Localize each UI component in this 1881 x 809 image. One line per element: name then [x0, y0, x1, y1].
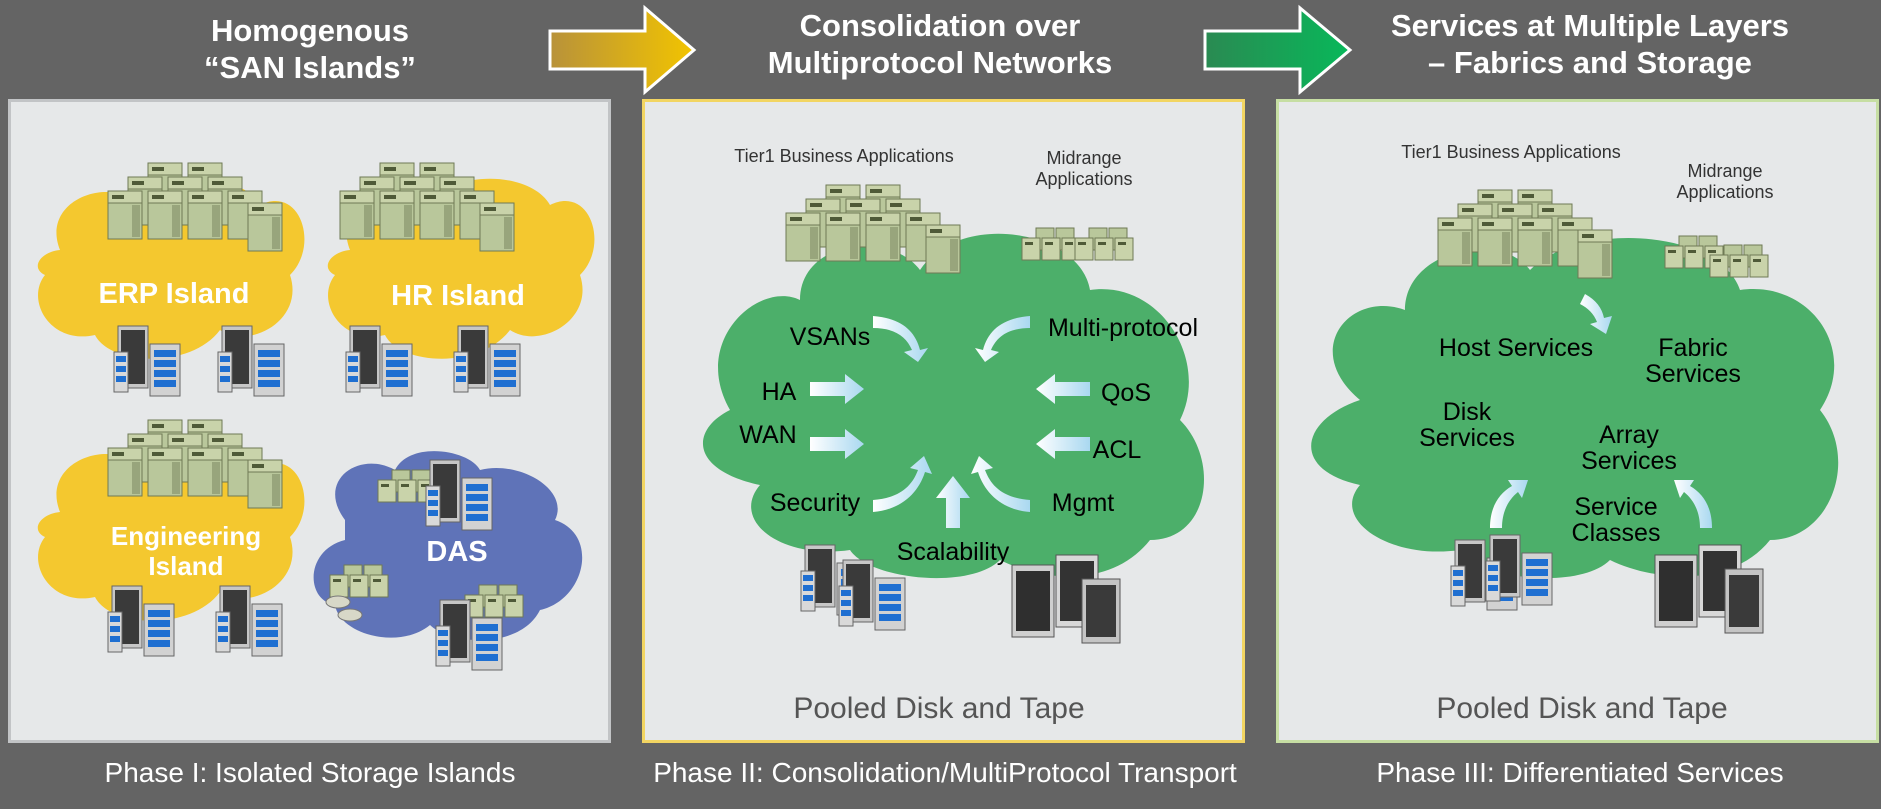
feature-qos: QoS: [1101, 379, 1151, 407]
hr-island-label: HR Island: [391, 280, 525, 312]
arrow-icon: [1036, 374, 1090, 404]
pooled-storage-label-p3: Pooled Disk and Tape: [1436, 692, 1727, 725]
engineering-island-label-line2: Island: [148, 551, 223, 581]
array-services-label-line2: Services: [1581, 447, 1677, 475]
disk-array-icon: [453, 325, 521, 397]
midrange-apps-label-p3-line2: Applications: [1676, 182, 1773, 202]
arrow-icon: [1203, 4, 1353, 96]
server-cluster-icon: [108, 420, 282, 508]
service-classes-label-line1: Service: [1574, 493, 1657, 521]
tier1-apps-label: Tier1 Business Applications: [734, 146, 953, 166]
midrange-apps-label-line2: Applications: [1035, 169, 1132, 189]
arrow-icon: [971, 456, 1030, 512]
phase1-heading-line1: Homogenous: [210, 13, 410, 48]
service-classes-label-line2: Classes: [1572, 519, 1661, 547]
feature-vsans: VSANs: [790, 323, 871, 351]
disk-array-icon: [217, 325, 285, 397]
phase3-heading-line2: – Fabrics and Storage: [1428, 45, 1752, 80]
array-services-label-line1: Array: [1599, 421, 1659, 449]
fabric-services-label-line1: Fabric: [1658, 334, 1727, 362]
arrow-icon: [936, 476, 970, 528]
arrow-icon: [873, 456, 932, 512]
arrow-icon: [1580, 294, 1612, 334]
feature-mgmt: Mgmt: [1052, 489, 1115, 517]
feature-security: Security: [770, 489, 861, 517]
arrow-icon: [810, 374, 864, 404]
phase2-caption: Phase II: Consolidation/MultiProtocol Tr…: [653, 757, 1237, 788]
host-services-label: Host Services: [1439, 334, 1593, 362]
server-cluster-icon: [108, 163, 282, 251]
phase3-caption: Phase III: Differentiated Services: [1376, 757, 1784, 788]
feature-ha: HA: [762, 378, 797, 406]
feature-acl: ACL: [1093, 436, 1142, 464]
fabric-services-label-line2: Services: [1645, 360, 1741, 388]
tier1-apps-label-p3: Tier1 Business Applications: [1401, 142, 1620, 162]
arrow-icon: [1674, 480, 1712, 528]
disk-icon: [325, 595, 351, 609]
server-cluster-icon: [786, 185, 960, 273]
phase1-heading-line2: “SAN Islands”: [204, 50, 416, 85]
feature-multiprotocol: Multi-protocol: [1048, 314, 1198, 342]
server-cluster-icon: [1438, 190, 1612, 278]
midrange-apps-label-line1: Midrange: [1046, 148, 1121, 168]
arrow-icon: [1490, 480, 1528, 528]
phase2-heading-line1: Consolidation over: [799, 8, 1081, 43]
phase1-heading: Homogenous “SAN Islands”: [150, 12, 470, 86]
feature-wan: WAN: [739, 421, 796, 449]
disk-array-icon: [215, 585, 283, 657]
disk-services-label-line1: Disk: [1443, 398, 1492, 426]
phase3-heading: Services at Multiple Layers – Fabrics an…: [1350, 7, 1830, 81]
feature-scalability: Scalability: [897, 538, 1010, 566]
midrange-apps-label-p3-line1: Midrange: [1687, 161, 1762, 181]
disk-icon: [337, 608, 363, 622]
pooled-storage-label-p2: Pooled Disk and Tape: [793, 692, 1084, 725]
phase2-heading-line2: Multiprotocol Networks: [767, 45, 1113, 80]
services-cloud: [1311, 237, 1839, 579]
das-label: DAS: [426, 536, 487, 568]
arrow-icon: [1036, 429, 1090, 459]
arrow-icon: [873, 316, 928, 362]
arrow-icon: [975, 316, 1030, 362]
arrow-icon: [548, 4, 697, 96]
erp-island-label: ERP Island: [99, 278, 250, 310]
phase2-heading: Consolidation over Multiprotocol Network…: [720, 7, 1160, 81]
arrow-icon: [810, 429, 864, 459]
server-cluster-icon: [1074, 227, 1134, 261]
server-cluster-icon: [1021, 227, 1081, 261]
server-cluster-icon: [340, 163, 514, 251]
phase3-heading-line1: Services at Multiple Layers: [1390, 8, 1790, 43]
disk-services-label-line2: Services: [1419, 424, 1515, 452]
phase1-caption: Phase I: Isolated Storage Islands: [104, 757, 516, 788]
multiprotocol-network-cloud: [702, 233, 1204, 579]
engineering-island-label-line1: Engineering: [111, 521, 261, 551]
